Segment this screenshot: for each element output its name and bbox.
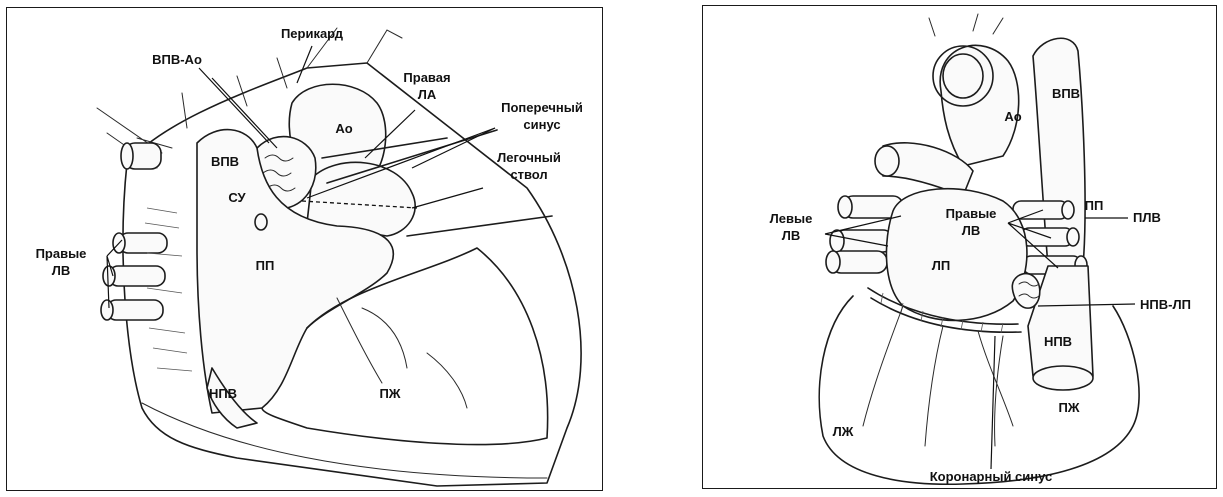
label-svc-right: ВПВ xyxy=(1052,86,1080,101)
sinus-node xyxy=(255,214,267,230)
label-rv-right: ПЖ xyxy=(1058,400,1079,415)
label-coronary-sinus: Коронарный синус xyxy=(930,469,1053,484)
label-lv-right: ЛЖ xyxy=(833,424,854,439)
label-transverse-sinus-2: синус xyxy=(523,117,560,132)
label-ra-right: ПП xyxy=(1085,198,1104,213)
right-pulmonary-veins xyxy=(101,143,167,320)
label-la: ЛП xyxy=(932,258,950,273)
label-ao-right: Ао xyxy=(1004,109,1021,124)
label-pulmonary-trunk-1: Легочный xyxy=(497,150,561,165)
label-transverse-sinus-1: Поперечный xyxy=(501,100,583,115)
label-right-pa-2: ЛА xyxy=(418,87,437,102)
label-ivc-la: НПВ-ЛП xyxy=(1140,297,1191,312)
label-left-pv-1: Левые xyxy=(770,211,813,226)
label-ivc-right: НПВ xyxy=(1044,334,1072,349)
label-right-pv-1: Правые xyxy=(36,246,87,261)
heart-anterior-illustration: Перикард ВПВ-Ао Правая ЛА Ао Поперечный … xyxy=(7,8,603,491)
label-left-pv-2: ЛВ xyxy=(782,228,801,243)
label-pulmonary-trunk-2: ствол xyxy=(510,167,547,182)
label-rpv: ПЛВ xyxy=(1133,210,1161,225)
label-sinus-node: СУ xyxy=(228,190,246,205)
label-right-pv-right-1: Правые xyxy=(946,206,997,221)
label-right-pv-2: ЛВ xyxy=(52,263,71,278)
label-pericardium: Перикард xyxy=(281,26,344,41)
label-right-pa-1: Правая xyxy=(403,70,450,85)
diagram-panel-left: Перикард ВПВ-Ао Правая ЛА Ао Поперечный … xyxy=(6,7,603,491)
label-svc: ВПВ xyxy=(211,154,239,169)
label-ra: ПП xyxy=(256,258,275,273)
diagram-panel-right: Ао ВПВ ПП Левые ЛВ Правые ЛВ ПЛВ ЛП НПВ-… xyxy=(702,5,1217,489)
label-right-pv-right-2: ЛВ xyxy=(962,223,981,238)
label-ao: Ао xyxy=(335,121,352,136)
label-ivc: НПВ xyxy=(209,386,237,401)
heart-posterior-illustration: Ао ВПВ ПП Левые ЛВ Правые ЛВ ПЛВ ЛП НПВ-… xyxy=(703,6,1217,489)
label-rv: ПЖ xyxy=(379,386,400,401)
label-svc-ao: ВПВ-Ао xyxy=(152,52,202,67)
